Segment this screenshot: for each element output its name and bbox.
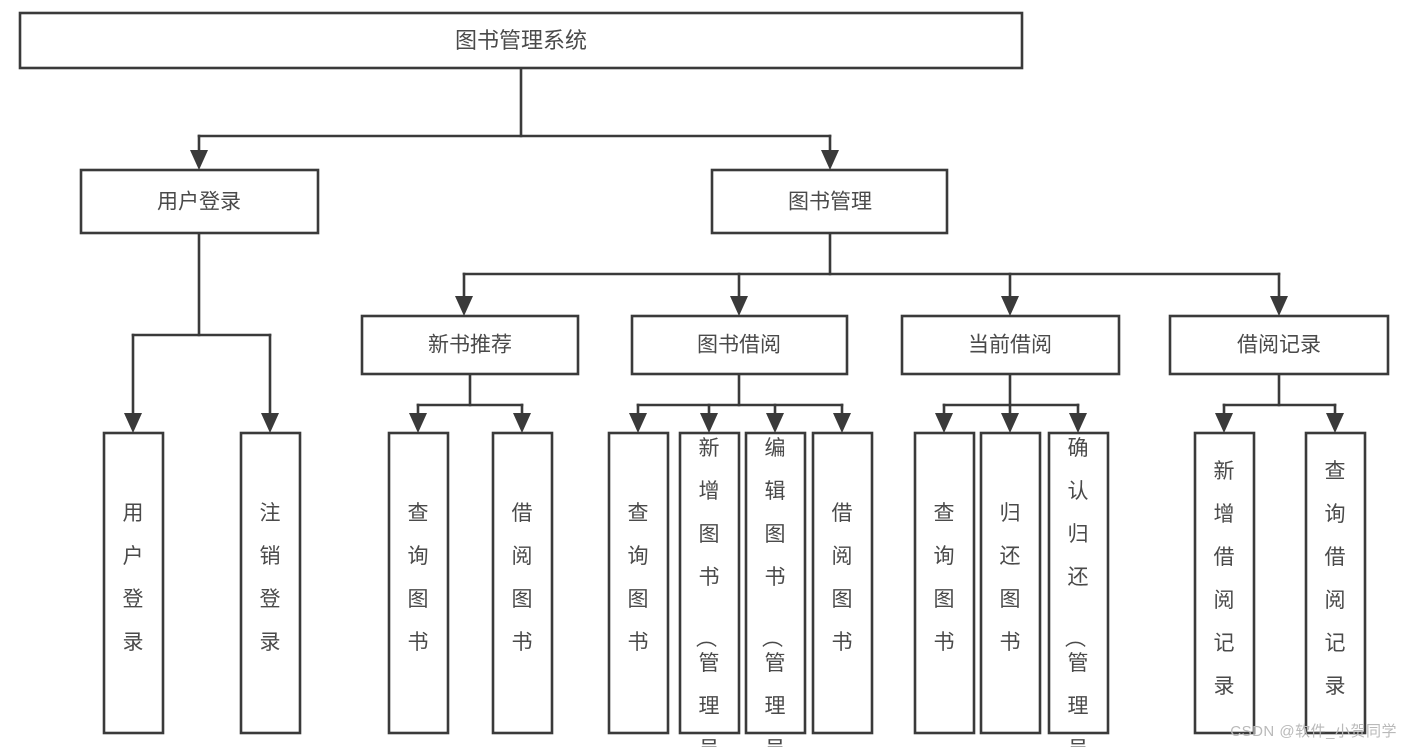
arrowhead-leaf-borrow-book-1	[513, 413, 531, 433]
leaf-user-login-label: 用户登录	[123, 502, 144, 654]
node-user-login-box[interactable]	[79, 168, 320, 235]
node-root[interactable]: 图书管理系统	[18, 11, 1024, 70]
leaf-query-record-label: 查询借阅记录	[1325, 460, 1346, 698]
leaf-query-book-3-box[interactable]	[913, 431, 976, 735]
node-book-manage-box[interactable]	[710, 168, 949, 235]
leaf-return-book-box[interactable]	[979, 431, 1042, 735]
leaf-query-book-1[interactable]: 查询图书	[387, 431, 450, 735]
arrowhead-leaf-user-login	[124, 413, 142, 433]
leaf-query-book-1-label: 查询图书	[408, 502, 429, 654]
arrowhead-leaf-borrow-book-2	[833, 413, 851, 433]
arrowhead-leaf-add-book	[700, 413, 718, 433]
node-borrow-record-label: 借阅记录	[1237, 334, 1321, 357]
node-borrow-record[interactable]: 借阅记录	[1168, 314, 1390, 376]
leaf-edit-book-box[interactable]	[744, 431, 807, 735]
node-root-label: 图书管理系统	[455, 28, 587, 53]
arrowhead-leaf-edit-book	[766, 413, 784, 433]
leaf-borrow-book-2-label: 借阅图书	[832, 502, 853, 654]
connectors-current-borrow-to-leaves	[935, 372, 1087, 433]
connectors-borrow-record-to-leaves	[1215, 372, 1344, 433]
leaf-add-record-label: 新增借阅记录	[1214, 460, 1235, 698]
node-current-borrow-label: 当前借阅	[968, 334, 1052, 357]
node-new-book-rec-label: 新书推荐	[428, 334, 512, 357]
node-book-borrow-label: 图书借阅	[697, 334, 781, 357]
leaf-add-book[interactable]: 新增图书（管理员）	[678, 431, 741, 747]
leaf-user-login[interactable]: 用户登录	[102, 431, 165, 735]
leaf-borrow-book-2-box[interactable]	[811, 431, 874, 735]
arrowhead-leaf-query-book-2	[629, 413, 647, 433]
leaf-borrow-book-1[interactable]: 借阅图书	[491, 431, 554, 735]
leaf-query-book-2-box[interactable]	[607, 431, 670, 735]
leaf-add-record[interactable]: 新增借阅记录	[1193, 431, 1256, 735]
leaf-add-record-box[interactable]	[1193, 431, 1256, 735]
leaf-query-book-3-label: 查询图书	[934, 502, 955, 654]
connectors-book-manage-to-level3	[455, 231, 1288, 316]
leaf-add-book-box[interactable]	[678, 431, 741, 735]
leaf-query-book-1-box[interactable]	[387, 431, 450, 735]
leaf-confirm-return-box[interactable]	[1047, 431, 1110, 735]
node-book-borrow-box[interactable]	[630, 314, 849, 376]
node-user-login[interactable]: 用户登录	[79, 168, 320, 235]
node-book-borrow[interactable]: 图书借阅	[630, 314, 849, 376]
arrowhead-book-manage	[821, 150, 839, 170]
leaf-query-book-2-label: 查询图书	[628, 502, 649, 654]
arrowhead-book-borrow	[730, 296, 748, 316]
connectors-book-borrow-to-leaves	[629, 372, 851, 433]
node-current-borrow-box[interactable]	[900, 314, 1121, 376]
leaf-return-book-label: 归还图书	[1000, 502, 1021, 654]
arrowhead-leaf-add-record	[1215, 413, 1233, 433]
leaf-borrow-book-1-label: 借阅图书	[512, 502, 533, 654]
arrowhead-leaf-return-book	[1001, 413, 1019, 433]
node-borrow-record-box[interactable]	[1168, 314, 1390, 376]
leaf-borrow-book-1-box[interactable]	[491, 431, 554, 735]
node-user-login-label: 用户登录	[157, 191, 241, 214]
leaf-user-logout[interactable]: 注销登录	[239, 431, 302, 735]
leaf-borrow-book-2[interactable]: 借阅图书	[811, 431, 874, 735]
arrowhead-current-borrow	[1001, 296, 1019, 316]
arrowhead-new-book-rec	[455, 296, 473, 316]
leaf-confirm-return-label: 确认归还（管理员）	[1063, 437, 1089, 747]
leaf-query-record-box[interactable]	[1304, 431, 1367, 735]
node-book-manage[interactable]: 图书管理	[710, 168, 949, 235]
node-new-book-rec[interactable]: 新书推荐	[360, 314, 580, 376]
arrowhead-leaf-query-record	[1326, 413, 1344, 433]
connectors-root-to-level2	[190, 66, 839, 170]
leaf-add-book-label: 新增图书（管理员）	[694, 437, 720, 747]
node-current-borrow[interactable]: 当前借阅	[900, 314, 1121, 376]
leaf-confirm-return[interactable]: 确认归还（管理员）	[1047, 431, 1110, 747]
leaf-edit-book[interactable]: 编辑图书（管理员）	[744, 431, 807, 747]
arrowhead-leaf-user-logout	[261, 413, 279, 433]
leaf-user-logout-label: 注销登录	[260, 502, 281, 654]
node-root-box[interactable]	[18, 11, 1024, 70]
leaf-query-book-3[interactable]: 查询图书	[913, 431, 976, 735]
leaf-query-book-2[interactable]: 查询图书	[607, 431, 670, 735]
arrowhead-leaf-confirm-return	[1069, 413, 1087, 433]
leaf-query-record[interactable]: 查询借阅记录	[1304, 431, 1367, 735]
leaf-edit-book-label: 编辑图书（管理员）	[760, 437, 786, 747]
leaf-user-login-box[interactable]	[102, 431, 165, 735]
arrowhead-leaf-query-book-1	[409, 413, 427, 433]
node-book-manage-label: 图书管理	[788, 191, 872, 214]
connectors-new-book-rec-to-leaves	[409, 372, 531, 433]
arrowhead-borrow-record	[1270, 296, 1288, 316]
arrowhead-user-login	[190, 150, 208, 170]
csdn-watermark: CSDN @软件_小贺同学	[1230, 723, 1397, 740]
connectors-user-login-to-leaves	[124, 231, 279, 433]
leaf-return-book[interactable]: 归还图书	[979, 431, 1042, 735]
arrowhead-leaf-query-book-3	[935, 413, 953, 433]
leaf-user-logout-box[interactable]	[239, 431, 302, 735]
node-new-book-rec-box[interactable]	[360, 314, 580, 376]
